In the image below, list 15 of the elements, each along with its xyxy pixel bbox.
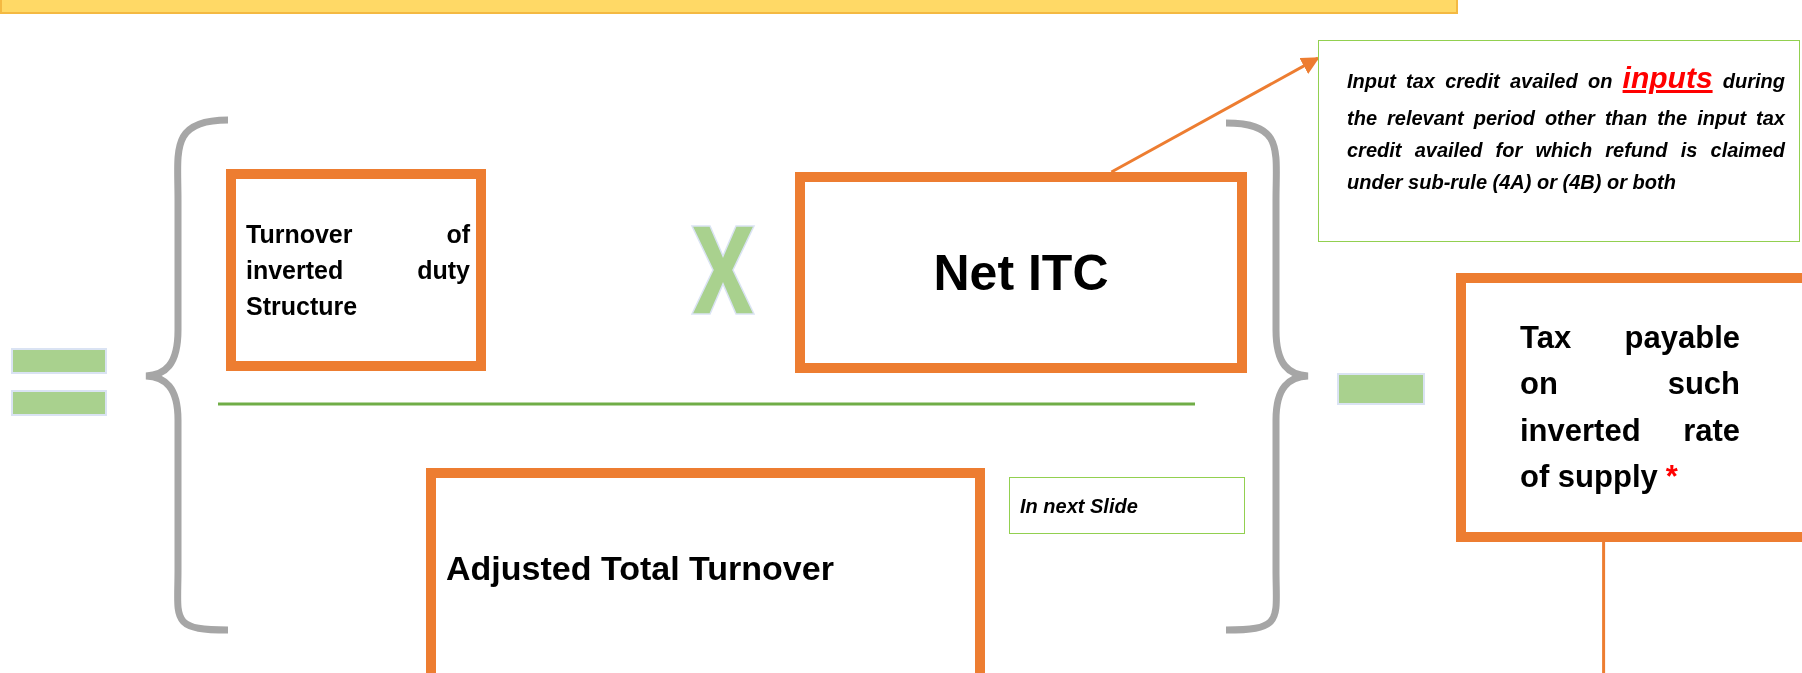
term-text: Adjusted Total Turnover (446, 547, 834, 589)
term-box (795, 172, 1247, 373)
term-box (226, 169, 486, 371)
note-box (1009, 477, 1245, 534)
connector-line (1602, 542, 1606, 673)
note-box (1318, 40, 1800, 242)
term-text: Tax payable on such inverted rate of supply * (1520, 318, 1740, 496)
arrow (1110, 56, 1320, 174)
term-box (1456, 273, 1802, 542)
note-text: In next Slide (1020, 493, 1138, 518)
note-text: Input tax credit availed on inputs during the relevant period other than the input tax credit availed for which refund is claimed under sub-rule (4A) or (4B) or both (1347, 60, 1785, 195)
asterisk-mark: * (1665, 459, 1678, 494)
term-box (426, 468, 985, 673)
term-text: Net ITC (933, 243, 1109, 303)
term-text: Turnover of inverted duty Structure (246, 218, 470, 323)
